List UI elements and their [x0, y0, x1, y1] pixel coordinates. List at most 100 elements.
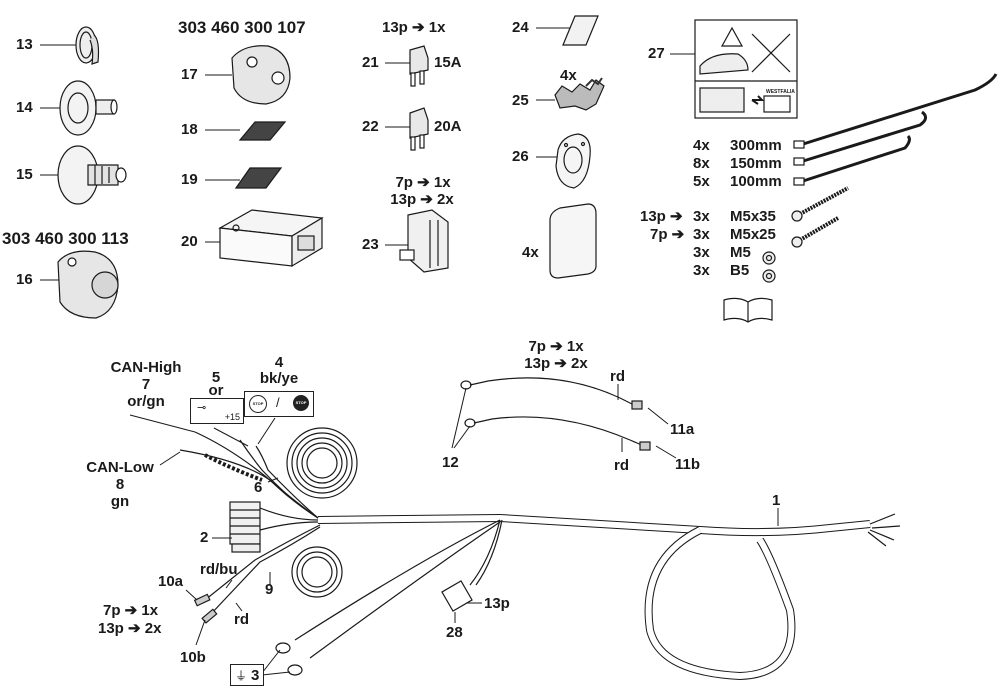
article-number-13p: 303 460 300 107 [178, 18, 306, 37]
fastener-qty-2: 3x [693, 226, 710, 243]
wire-5-pin: 5 [211, 369, 221, 386]
tie-qty-3: 5x [693, 173, 710, 190]
part-label-16: 16 [16, 271, 33, 288]
part-27-warning-sticker [694, 19, 798, 119]
ignition-symbol-box: ⊸ +15 [190, 398, 244, 424]
part-label-1: 1 [772, 492, 781, 509]
part-17-socket-13p [231, 45, 291, 105]
part-label-21: 21 [362, 54, 379, 71]
can-high-name: CAN-High [110, 359, 182, 376]
can-low-pin: 8 [115, 476, 125, 493]
part-label-6: 6 [254, 479, 263, 496]
tie-length-1: 300mm [730, 137, 782, 154]
main-harness [317, 508, 901, 681]
ground-label-box: ⏚ 3 [230, 664, 265, 686]
wire-4-pin: 4 [274, 354, 284, 371]
cable-ties [799, 73, 998, 184]
part-label-10a: 10a [158, 573, 184, 590]
cable-b-color: rd [614, 457, 629, 474]
part-label-11b: 11b [675, 456, 701, 473]
fastener-prefix-1: 13p ➔ [640, 208, 683, 225]
fastener-size-1: M5x35 [730, 208, 776, 225]
tie-qty-2: 8x [693, 155, 710, 172]
part-24-label-card [562, 15, 599, 46]
part-label-18: 18 [181, 121, 198, 138]
can-high-color: or/gn [127, 393, 165, 410]
part-label-11a: 11a [670, 421, 695, 438]
part-label-24: 24 [512, 19, 529, 36]
part-label-22: 22 [362, 118, 379, 135]
part-label-20: 20 [181, 233, 198, 250]
can-high-pin: 7 [141, 376, 151, 393]
part-23-relay-holder [399, 209, 449, 273]
part-label-28: 28 [446, 624, 463, 641]
can-low-color: gn [110, 493, 130, 510]
sticker-brand: WESTFALIA [766, 89, 795, 95]
stop-filled-icon: STOP [293, 395, 309, 411]
part-16-socket-7p [57, 250, 119, 319]
part-label-3: 3 [251, 666, 260, 684]
part-adhesive-pad [549, 203, 597, 279]
wire-4-color: bk/ye [259, 370, 299, 387]
fastener-size-2: M5x25 [730, 226, 776, 243]
screws [791, 186, 849, 248]
fastener-qty-4: 3x [693, 262, 710, 279]
brake-light-symbol-box: STOP / STOP [244, 391, 314, 417]
separator: / [276, 395, 280, 410]
relay-qty-7p: 7p ➔ 1x [395, 174, 451, 191]
stop-outline-icon: STOP [249, 395, 267, 413]
article-number-7p: 303 460 300 113 [2, 229, 129, 248]
part-label-27: 27 [648, 45, 665, 62]
nut-icon [762, 251, 776, 265]
part-label-2: 2 [200, 529, 209, 546]
part-label-12: 12 [442, 454, 459, 471]
part-label-23: 23 [362, 236, 379, 253]
fastener-prefix-2: 7p ➔ [650, 226, 685, 243]
extra-cables [451, 377, 677, 459]
connector-2 [212, 501, 319, 553]
ground-wires [261, 519, 501, 676]
part-15-bellows-grommet [57, 145, 127, 205]
ignition-label: +15 [224, 412, 240, 422]
fuse-quantity: 13p ➔ 1x [382, 19, 446, 36]
upper-wire-bundle [129, 414, 358, 519]
ignition-key-icon: ⊸ [197, 402, 207, 414]
part-label-25: 25 [512, 92, 529, 109]
part-label-17: 17 [181, 66, 198, 83]
manual-book-icon [723, 297, 773, 323]
part-18-mesh-pad [238, 121, 287, 141]
part-20-control-module [218, 209, 324, 268]
part-label-10b: 10b [180, 649, 206, 666]
tie-length-2: 150mm [730, 155, 782, 172]
fastener-qty-1: 3x [693, 208, 710, 225]
part-label-19: 19 [181, 171, 198, 188]
clips-quantity: 4x [560, 67, 577, 84]
fastener-qty-3: 3x [693, 244, 710, 261]
wire-9b-color: rd [234, 611, 249, 628]
part-label-14: 14 [16, 99, 33, 116]
connector-28-type: 13p [484, 595, 510, 612]
connector-28 [441, 519, 503, 623]
part-22-fuse-20a [409, 107, 429, 151]
part-label-15: 15 [16, 166, 33, 183]
terminal-qty-13p: 13p ➔ 2x [98, 620, 162, 637]
relay-qty-13p: 13p ➔ 2x [390, 191, 454, 208]
wire-5-color: or [208, 382, 224, 399]
terminal-qty-7p: 7p ➔ 1x [103, 602, 159, 619]
fuse-21-rating: 15A [434, 54, 462, 71]
part-14-grommet [59, 80, 118, 136]
part-21-fuse-15a [409, 45, 429, 87]
cable-tie-heads [793, 140, 805, 186]
tie-qty-1: 4x [693, 137, 710, 154]
washer-icon [762, 269, 776, 283]
part-25-wire-clips [554, 77, 605, 111]
part-19-mesh-pad [234, 167, 283, 189]
fastener-size-3: M5 [730, 244, 751, 261]
wire-9 [185, 524, 343, 646]
cable-a-color: rd [610, 368, 625, 385]
part-label-26: 26 [512, 148, 529, 165]
part-13-seal-coil [75, 26, 100, 65]
wire-9a-color: rd/bu [200, 561, 238, 578]
fuse-22-rating: 20A [434, 118, 462, 135]
